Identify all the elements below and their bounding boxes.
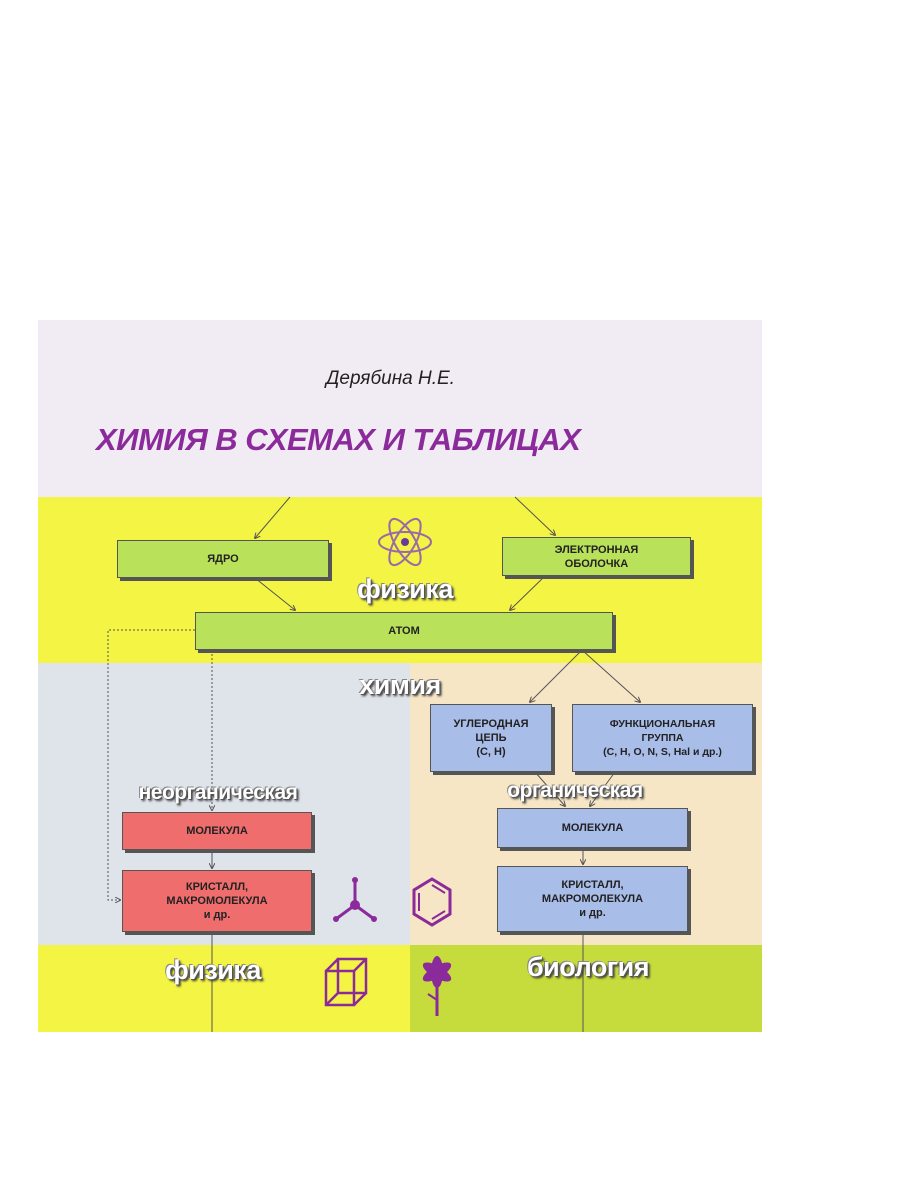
- plant-icon: [422, 956, 452, 1016]
- section-chemistry: химия: [359, 670, 441, 700]
- section-biology: биология: [527, 952, 649, 982]
- book-title: ХИМИЯ В СХЕМАХ И ТАБЛИЦАХ: [96, 422, 581, 457]
- tetrahedral-molecule-icon: [333, 877, 377, 922]
- section-physics-top: физика: [357, 574, 453, 604]
- box-inorganic-molecule: МОЛЕКУЛА: [122, 812, 312, 850]
- section-organic: органическая: [507, 779, 643, 802]
- box-organic-crystal: КРИСТАЛЛ, МАКРОМОЛЕКУЛА и др.: [497, 866, 688, 932]
- box-functional-group: ФУНКЦИОНАЛЬНАЯ ГРУППА (C, H, O, N, S, Ha…: [572, 704, 753, 772]
- box-carbon-chain: УГЛЕРОДНАЯ ЦЕПЬ (C, H): [430, 704, 552, 772]
- crystal-lattice-icon: [324, 957, 368, 1007]
- box-organic-molecule: МОЛЕКУЛА: [497, 808, 688, 848]
- cover-top-band: [38, 320, 762, 498]
- benzene-ring-icon: [412, 877, 452, 927]
- box-electron-shell: ЭЛЕКТРОННАЯ ОБОЛОЧКА: [502, 537, 691, 576]
- box-nucleus: ЯДРО: [117, 540, 329, 578]
- section-inorganic: неорганическая: [138, 781, 298, 804]
- section-physics-bottom: физика: [165, 955, 261, 985]
- box-atom: АТОМ: [195, 612, 613, 650]
- author: Дерябина Н.Е.: [326, 368, 455, 389]
- biology-band: [410, 945, 762, 1032]
- box-inorganic-crystal: КРИСТАЛЛ, МАКРОМОЛЕКУЛА и др.: [122, 870, 312, 932]
- atom-icon: [378, 517, 432, 567]
